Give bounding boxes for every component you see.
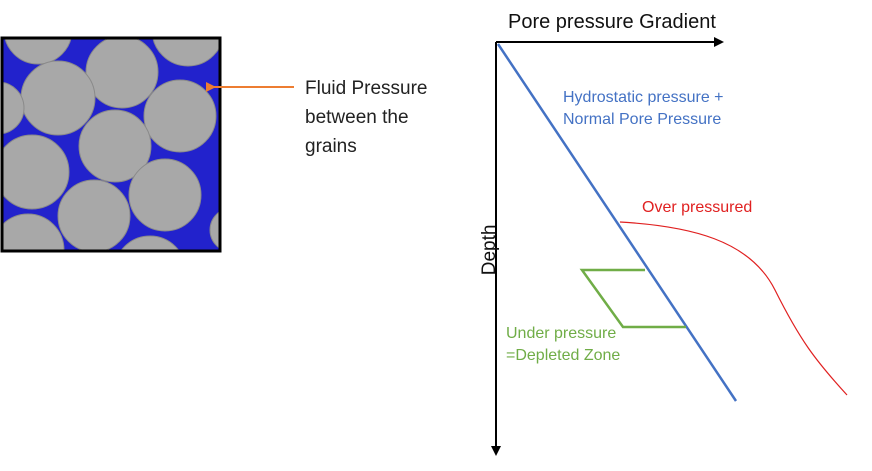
- grain: [20, 60, 96, 136]
- grains: [2, 38, 220, 251]
- fluid-label-line: between the: [305, 107, 409, 128]
- grains-box-border: [0, 36, 222, 253]
- depleted-zone-curve: [579, 268, 686, 329]
- y-axis-title: Depth: [479, 224, 501, 276]
- under-pressure-label: Under pressure =Depleted Zone: [506, 323, 620, 367]
- hydrostatic-label: Hydrostatic pressure + Normal Pore Press…: [563, 87, 724, 131]
- grain: [120, 235, 180, 251]
- x-axis-title: Pore pressure Gradient: [508, 11, 716, 33]
- grain: [2, 81, 25, 135]
- grain: [152, 38, 220, 67]
- over-pressure-curve: [619, 221, 848, 396]
- grain: [4, 38, 72, 65]
- grain: [143, 79, 217, 153]
- fluid-label-line: Fluid Pressure: [305, 78, 428, 99]
- pore-grains-illustration: [0, 36, 222, 253]
- grain: [78, 109, 152, 183]
- under-pressure-label-line: Under pressure: [506, 325, 617, 342]
- fluid-pressure-label: Fluid Pressure between the grains: [305, 74, 428, 161]
- hydrostatic-label-line: Normal Pore Pressure: [563, 111, 722, 128]
- grain: [2, 134, 70, 210]
- fluid-label-line: grains: [305, 136, 357, 157]
- under-pressure-label-line: =Depleted Zone: [506, 347, 621, 364]
- grain: [57, 179, 131, 251]
- hydrostatic-label-line: Hydrostatic pressure +: [563, 89, 724, 106]
- over-pressured-label: Over pressured: [642, 199, 753, 216]
- grain: [209, 210, 220, 250]
- hydrostatic-line: [496, 43, 738, 402]
- grain: [128, 158, 202, 232]
- grain: [85, 38, 159, 109]
